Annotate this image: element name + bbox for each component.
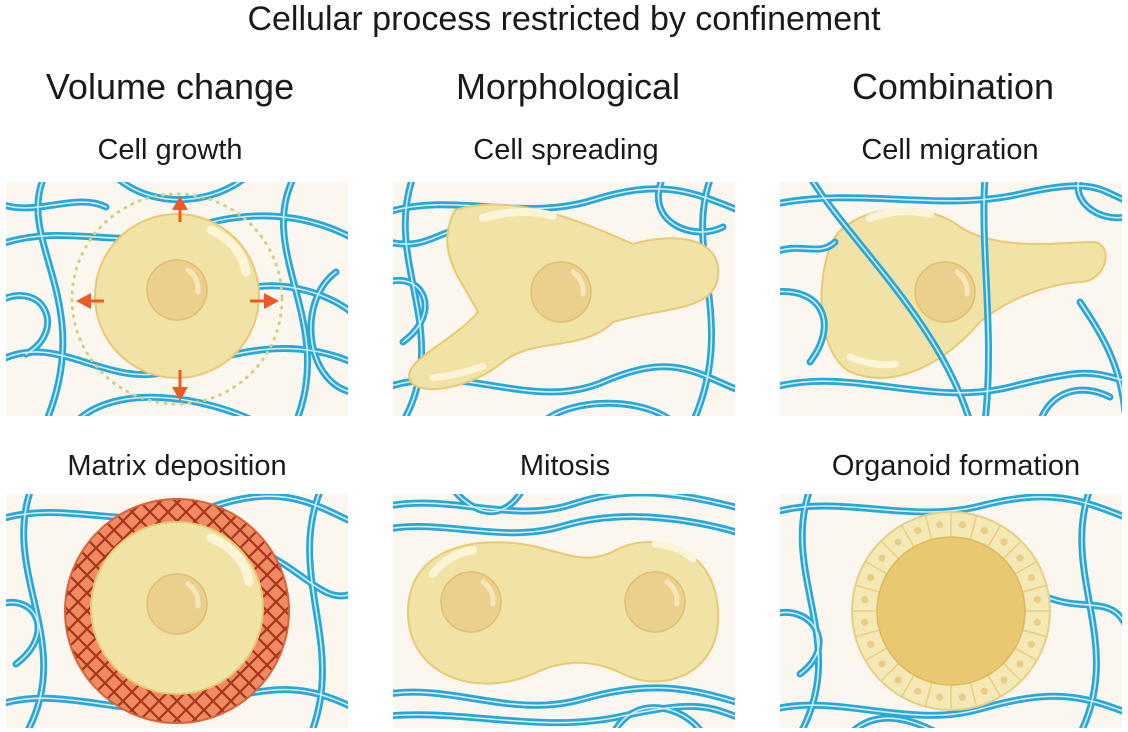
- organoid: [851, 511, 1051, 711]
- panel-cell-growth: [6, 182, 348, 416]
- column-heading-morphological: Morphological: [455, 66, 681, 107]
- panel-title-cell-growth: Cell growth: [97, 134, 243, 166]
- panel-cell-spreading: [393, 182, 735, 416]
- epithelial-cell-nucleus: [1027, 574, 1035, 582]
- panel-title-matrix-deposition: Matrix deposition: [67, 450, 287, 482]
- epithelial-cell-nucleus: [1000, 676, 1008, 684]
- panel-mitosis: [393, 494, 735, 728]
- organoid-lumen: [876, 536, 1026, 686]
- fiber-network: [780, 182, 1122, 416]
- fiber-network: [6, 182, 348, 416]
- epithelial-cell-nucleus: [1016, 660, 1024, 668]
- epithelial-cell-nucleus: [867, 640, 875, 648]
- panel-matrix-deposition: [6, 494, 348, 728]
- epithelial-cell-nucleus: [914, 687, 922, 695]
- epithelial-cell-nucleus: [878, 554, 886, 562]
- epithelial-cell-nucleus: [867, 574, 875, 582]
- epithelial-cell-nucleus: [1027, 640, 1035, 648]
- figure-title: Cellular process restricted by confineme…: [247, 0, 881, 38]
- epithelial-cell-nucleus: [980, 687, 988, 695]
- fiber-network: [393, 494, 735, 728]
- panel-title-cell-migration: Cell migration: [861, 134, 1039, 166]
- epithelial-cell-nucleus: [894, 676, 902, 684]
- column-heading-combination: Combination: [851, 66, 1055, 107]
- epithelial-cell-nucleus: [861, 618, 869, 626]
- growth-arrows: [76, 196, 279, 401]
- panel-organoid-formation: [780, 494, 1122, 728]
- expanded-size-outline: [70, 192, 284, 406]
- epithelial-cell-nucleus: [936, 521, 944, 529]
- epithelial-cell-nucleus: [914, 527, 922, 535]
- epithelial-cell-nucleus: [1033, 596, 1041, 604]
- panel-title-organoid-formation: Organoid formation: [831, 450, 1081, 482]
- epithelial-cell-nucleus: [878, 660, 886, 668]
- panel-title-mitosis: Mitosis: [519, 450, 611, 482]
- column-heading-volume-change: Volume change: [45, 66, 295, 107]
- epithelial-cell-nucleus: [980, 527, 988, 535]
- epithelial-cell-nucleus: [958, 693, 966, 701]
- fiber-network: [780, 494, 1122, 728]
- epithelial-cell-nucleus: [1016, 554, 1024, 562]
- epithelial-cell-nucleus: [1033, 618, 1041, 626]
- panel-cell-migration: [780, 182, 1122, 416]
- epithelial-cell-nucleus: [894, 538, 902, 546]
- panel-title-cell-spreading: Cell spreading: [473, 134, 659, 166]
- epithelial-cell-nucleus: [861, 596, 869, 604]
- epithelial-cell-nucleus: [936, 693, 944, 701]
- epithelial-cell-nucleus: [1000, 538, 1008, 546]
- epithelial-cell-nucleus: [958, 521, 966, 529]
